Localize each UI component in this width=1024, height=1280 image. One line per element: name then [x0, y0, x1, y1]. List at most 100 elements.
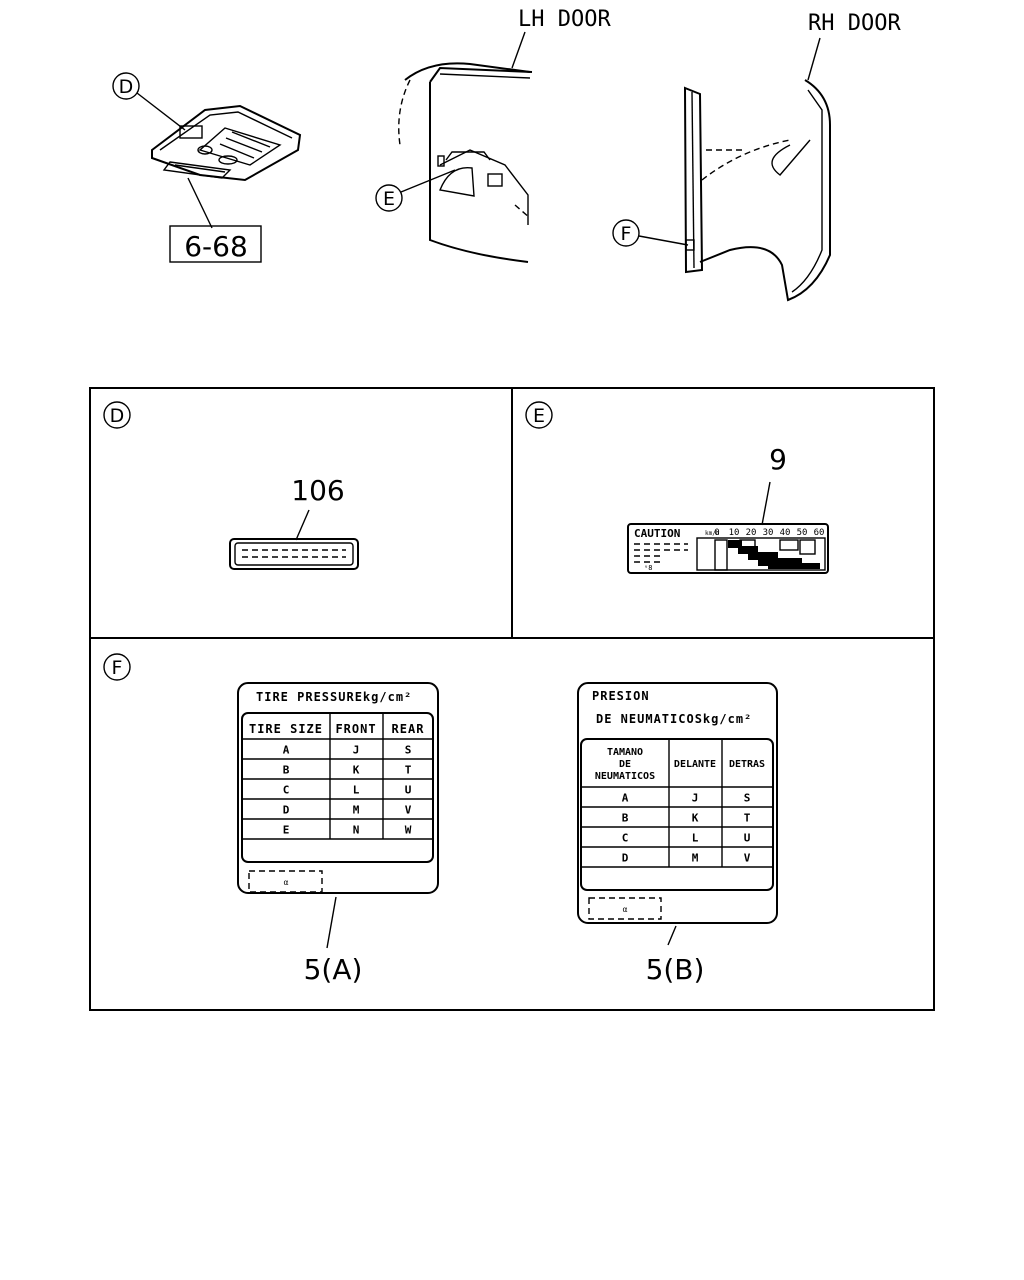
caution-scale-tick: 30: [763, 528, 774, 538]
callout-circle-d: [112, 72, 140, 100]
caution-title: CAUTION: [634, 527, 680, 540]
label-b-cell: A: [622, 791, 629, 804]
panel-f-letter: F: [112, 657, 123, 679]
callout-circle-e: [375, 184, 403, 212]
label-a-cell: M: [353, 803, 360, 816]
caution-speed-block: [728, 540, 742, 548]
label-a-cell: A: [283, 743, 290, 756]
label-a-cell: D: [283, 803, 290, 816]
leader-f: [638, 235, 689, 246]
label-b-cell: L: [692, 831, 699, 844]
part-106-number: 106: [291, 474, 344, 507]
panel-e-circle: [525, 401, 553, 429]
label-a-cell: C: [283, 783, 290, 796]
label-b-title1: PRESION: [592, 689, 650, 703]
label-b-leader: [667, 925, 677, 946]
part-9-leader: [761, 481, 771, 526]
rh-door-leader: [807, 37, 821, 81]
caution-speed-block: [738, 546, 758, 554]
label-b-cell: T: [744, 811, 751, 824]
label-b-cell: J: [692, 791, 699, 804]
label-b-cell: V: [744, 851, 751, 864]
lh-door-leader: [511, 31, 526, 69]
label-b-header-2: DE: [619, 759, 631, 770]
part-9-number: 9: [769, 443, 787, 476]
ref-number: 6-68: [184, 230, 248, 263]
label-b-header-3: NEUMATICOS: [595, 771, 655, 782]
label-a-leader: [326, 896, 337, 949]
label-a-cell: J: [353, 743, 360, 756]
label-b-part: 5(B): [646, 953, 705, 986]
label-b-cell: M: [692, 851, 699, 864]
callout-circle-f: [612, 219, 640, 247]
caution-speed-cell: [714, 539, 728, 571]
caution-speed-chart: [714, 539, 820, 571]
label-a-cell: N: [353, 823, 360, 836]
caution-speed-cell: [779, 539, 799, 551]
svg-text:km/h: km/h: [705, 530, 720, 537]
panel-e-letter: E: [533, 405, 545, 427]
label-b-title2: DE NEUMATICOSkg/cm²: [596, 712, 752, 726]
svg-text:ᵘ8: ᵘ8: [644, 564, 652, 572]
callout-f: F: [621, 223, 632, 245]
part-106-leader: [295, 509, 310, 541]
label-a-cell: L: [353, 783, 360, 796]
callout-d: D: [119, 76, 134, 98]
panel-d: D 106: [103, 401, 359, 570]
label-b-table: A J S B K T C L U D M V: [581, 791, 773, 868]
label-a-cell: K: [353, 763, 360, 776]
label-a-cell: E: [283, 823, 290, 836]
label-b-cell: S: [744, 791, 751, 804]
label-b-cell: U: [744, 831, 751, 844]
rh-door-illustration: [683, 79, 831, 302]
label-a-cell: U: [405, 783, 412, 796]
caution-speed-cell: [799, 539, 816, 555]
svg-text:α: α: [623, 905, 628, 914]
caution-speed-block: [768, 563, 820, 569]
ref-box: [169, 225, 262, 263]
part-106-lens: [229, 538, 359, 570]
caution-scale-tick: 20: [746, 528, 757, 538]
detail-frame: [89, 387, 935, 1011]
label-b-cell: K: [692, 811, 699, 824]
dome-light-illustration: [151, 104, 302, 182]
label-a-cell: B: [283, 763, 290, 776]
callout-e: E: [383, 188, 395, 210]
label-a-title: TIRE PRESSUREkg/cm²: [256, 690, 412, 704]
label-a-header-size: TIRE SIZE: [249, 722, 323, 736]
leader-d: [136, 92, 186, 131]
label-b-header-1: TAMANO: [607, 747, 643, 758]
caution-scale-tick: 60: [814, 528, 825, 538]
panel-d-letter: D: [110, 405, 125, 427]
panel-d-circle: [103, 401, 131, 429]
label-b-code-box: [588, 897, 662, 920]
label-a-header-rear: REAR: [392, 722, 425, 736]
label-a-cell: V: [405, 803, 412, 816]
leader-ref: [187, 177, 213, 229]
caution-speed-block: [748, 552, 778, 560]
caution-scale-tick: 10: [729, 528, 740, 538]
label-b-cell: D: [622, 851, 629, 864]
label-a-header-front: FRONT: [335, 722, 376, 736]
caution-speed-block: [758, 558, 802, 566]
label-a-part: 5(A): [304, 953, 363, 986]
caution-speed-cell: [739, 539, 756, 549]
label-a-cell: S: [405, 743, 412, 756]
lh-door-label: LH DOOR: [518, 7, 611, 32]
label-b-header-rear: DETRAS: [729, 759, 765, 770]
caution-scale-tick: 40: [780, 528, 791, 538]
panel-f-circle: [103, 653, 131, 681]
rh-door-label: RH DOOR: [808, 11, 901, 36]
label-b-cell: B: [622, 811, 629, 824]
caution-scale-tick: 0: [714, 528, 719, 538]
label-a-code-box: [248, 870, 323, 893]
svg-text:α: α: [284, 878, 289, 887]
label-b-cell: C: [622, 831, 629, 844]
tire-pressure-label-b: PRESION DE NEUMATICOSkg/cm² A J S B K T C L U D M V…: [577, 682, 778, 924]
